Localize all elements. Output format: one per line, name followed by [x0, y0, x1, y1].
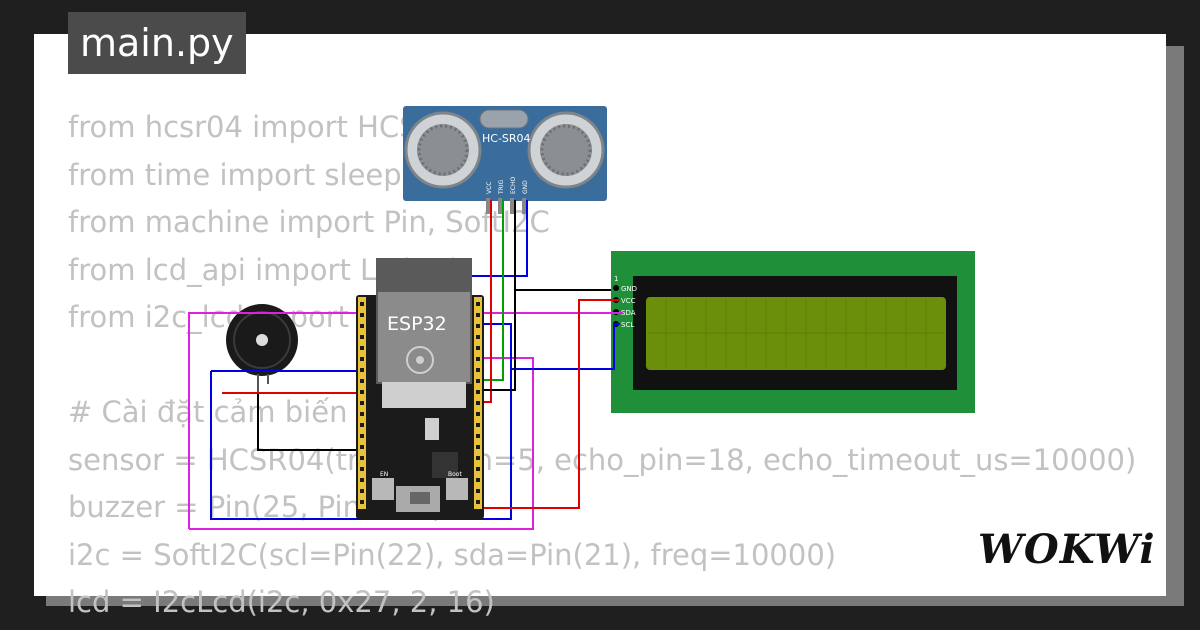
sensor-pin-echo: ECHO	[510, 177, 517, 194]
code-line: from machine import Pin, SoftI2C	[68, 205, 550, 239]
code-line: from time import sleep	[68, 157, 402, 192]
buzzer[interactable]	[226, 304, 298, 396]
boot-button-label: Boot	[448, 471, 462, 478]
lcd-pin-vcc: VCC	[621, 297, 636, 305]
file-tab[interactable]: main.py	[68, 12, 246, 74]
en-button-label: EN	[380, 471, 388, 478]
code-line: # Cài đặt cảm biến	[68, 395, 348, 429]
sensor-pin-trig: TRIG	[498, 179, 505, 195]
esp32-board[interactable]: ESP32 EN Boot	[356, 258, 484, 519]
sensor-pin-gnd: GND	[522, 180, 529, 194]
code-line: lcd = I2cLcd(i2c, 0x27, 2, 16)	[68, 585, 495, 619]
sensor-pin-vcc: VCC	[486, 182, 493, 194]
lcd-pin1-label: 1	[614, 275, 618, 283]
wires	[188, 200, 623, 530]
lcd-display[interactable]: 1 GND VCC SDA SCL	[611, 251, 975, 413]
sensor-label: HC-SR04	[482, 132, 531, 145]
wokwi-logo: WOKWi	[978, 526, 1156, 573]
code-line: i2c = SoftI2C(scl=Pin(22), sda=Pin(21), …	[68, 537, 837, 572]
lcd-pin-scl: SCL	[621, 321, 634, 329]
lcd-pin-sda: SDA	[621, 309, 636, 317]
ultrasonic-sensor[interactable]: HC-SR04 VCC TRIG ECHO GND	[403, 106, 607, 214]
esp32-label: ESP32	[387, 313, 447, 335]
lcd-pin-gnd: GND	[621, 285, 637, 293]
